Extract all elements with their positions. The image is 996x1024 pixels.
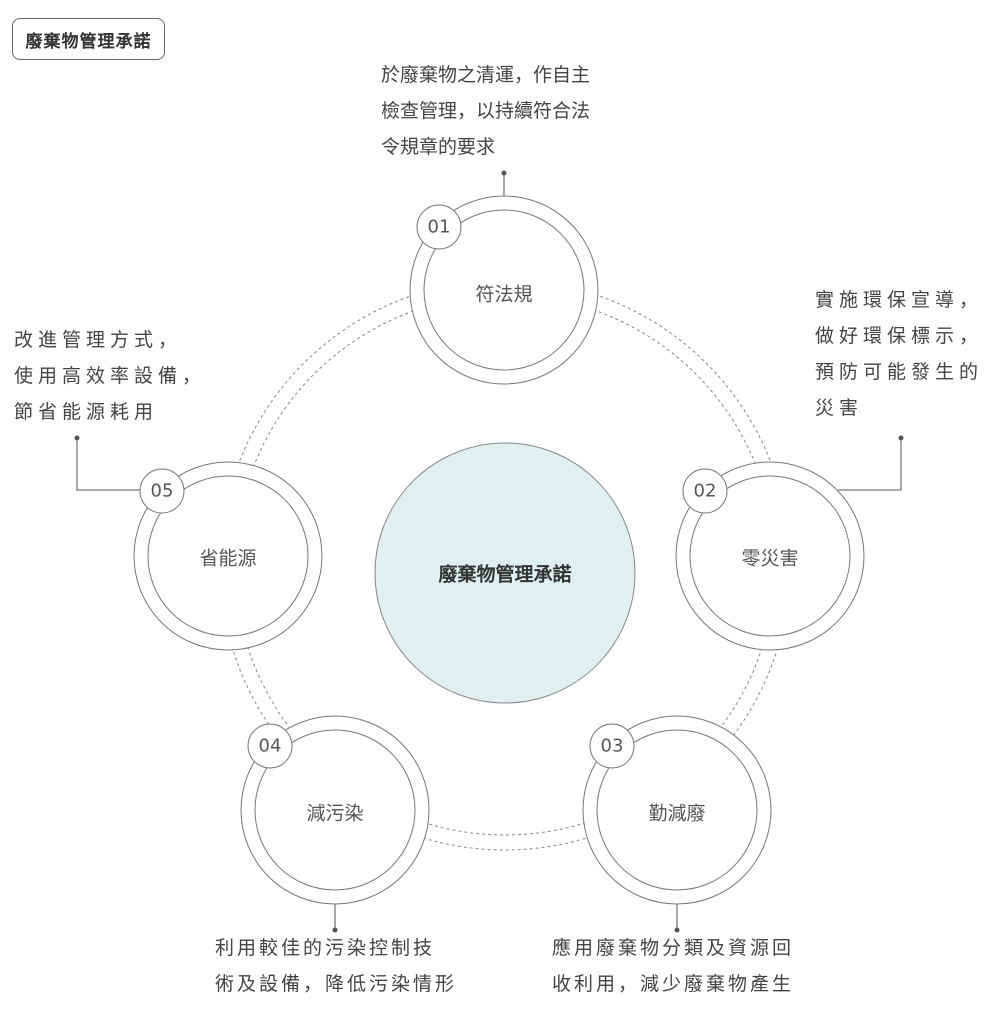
node-04-label: 減污染 — [306, 802, 364, 825]
description-line: 實施環保宣導， — [815, 289, 984, 311]
node-04-rings — [240, 715, 430, 905]
node-04-number: 04 — [258, 735, 282, 757]
description-line: 令規章的要求 — [381, 136, 496, 158]
connector-01 — [501, 170, 507, 197]
node-02-rings — [675, 461, 865, 651]
description-line: 利用較佳的污染控制技 — [215, 937, 436, 959]
description-line: 節省能源耗用 — [14, 401, 159, 423]
description-line: 災害 — [815, 397, 864, 419]
node-03-label: 勤減廢 — [648, 802, 706, 825]
description-line: 應用廢棄物分類及資源回 — [552, 937, 795, 959]
node-05-number: 05 — [150, 480, 174, 502]
connector-05 — [74, 435, 140, 491]
description-line: 改進管理方式， — [14, 329, 183, 351]
node-01-number: 01 — [427, 216, 451, 238]
node-05-description: 改進管理方式， 使用高效率設備， 節省能源耗用 — [14, 322, 206, 430]
description-line: 預防可能發生的 — [815, 361, 984, 383]
connector-03 — [674, 904, 680, 933]
description-line: 術及設備，降低污染情形 — [215, 973, 458, 995]
node-04-description: 利用較佳的污染控制技 術及設備，降低污染情形 — [215, 930, 457, 1002]
description-line: 使用高效率設備， — [14, 365, 207, 387]
description-line: 檢查管理，以持續符合法 — [381, 100, 591, 122]
description-line: 收利用，減少廢棄物產生 — [552, 973, 795, 995]
node-05-rings — [133, 461, 323, 651]
node-05-label: 省能源 — [199, 547, 257, 570]
node-03-description: 應用廢棄物分類及資源回 收利用，減少廢棄物產生 — [552, 930, 794, 1002]
node-03-number: 03 — [600, 735, 624, 757]
connector-02 — [838, 435, 904, 491]
node-02-description: 實施環保宣導， 做好環保標示， 預防可能發生的 災害 — [815, 282, 983, 426]
description-line: 於廢棄物之清運，作自主 — [381, 64, 591, 86]
connector-04 — [332, 904, 338, 933]
center-circle — [374, 442, 636, 704]
description-line: 做好環保標示， — [815, 325, 984, 347]
node-01-description: 於廢棄物之清運，作自主 檢查管理，以持續符合法 令規章的要求 — [381, 57, 590, 165]
node-02-label: 零災害 — [741, 547, 799, 570]
center-label: 廢棄物管理承諾 — [438, 563, 572, 586]
node-02-number: 02 — [693, 480, 717, 502]
node-01-label: 符法規 — [475, 283, 533, 306]
node-03-rings — [582, 715, 772, 905]
node-01-rings — [409, 195, 599, 385]
page-title: 廢棄物管理承諾 — [12, 18, 165, 60]
